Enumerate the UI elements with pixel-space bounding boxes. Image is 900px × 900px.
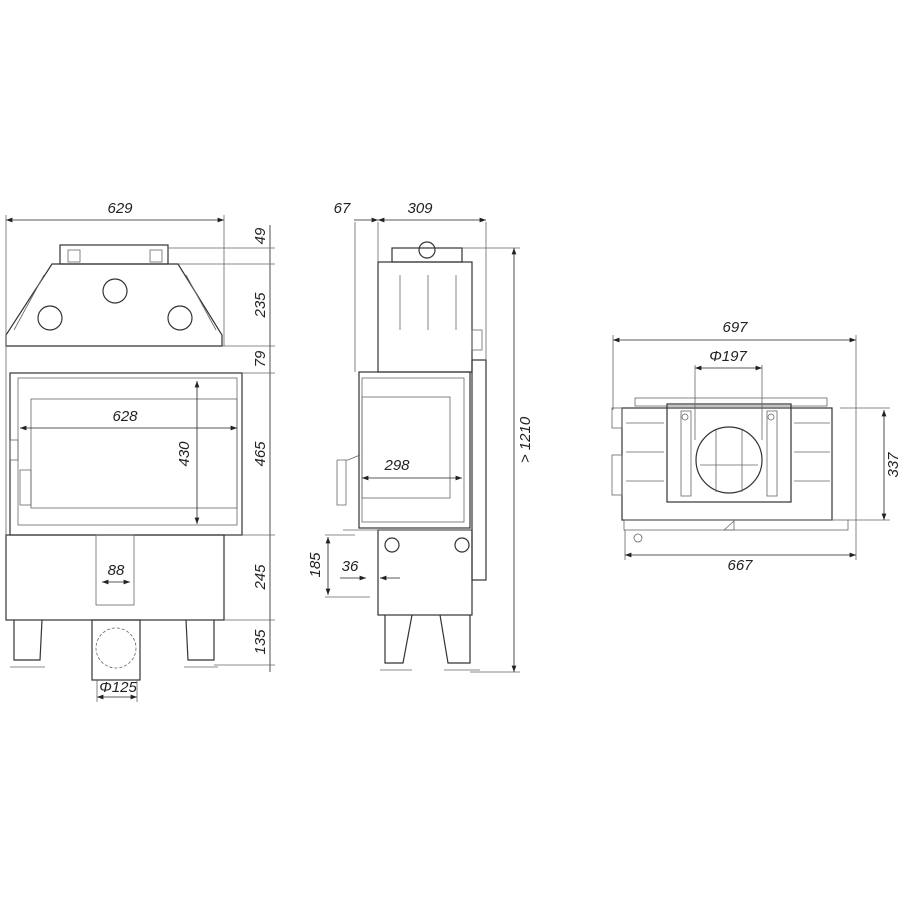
dim-firebox-depth: 298	[383, 457, 410, 474]
dim-width-total: 629	[107, 200, 133, 217]
dim-glass-width: 628	[112, 408, 138, 425]
dim-ash-offset: 36	[342, 558, 359, 575]
dim-gap: 79	[252, 350, 269, 367]
dim-body-width: 667	[727, 557, 753, 574]
dim-total-height: > 1210	[517, 416, 534, 463]
dim-flue-diameter: Φ197	[709, 348, 747, 365]
dim-legs: 135	[252, 629, 269, 655]
dim-depth: 309	[407, 200, 433, 217]
dim-air-inlet: Φ125	[99, 679, 137, 696]
side-view: 67 309 > 1210 298 185 36	[307, 200, 534, 673]
dim-air-channel: 88	[108, 562, 125, 579]
dim-ash-height: 185	[307, 552, 324, 578]
dim-firebox-height: 465	[252, 441, 269, 467]
dim-top-flange: 49	[252, 227, 269, 244]
top-view: 697 Φ197 337 667	[611, 319, 900, 574]
dim-top-depth: 337	[885, 452, 900, 478]
dim-overall-width: 697	[722, 319, 748, 336]
dim-hood: 235	[252, 292, 269, 319]
dim-glass-height: 430	[176, 441, 193, 467]
front-view: 629 49 235 79 465 245 135 628 430 88 Φ12…	[5, 200, 275, 702]
dim-lower-body: 245	[252, 564, 269, 591]
dim-front-offset: 67	[334, 200, 351, 217]
